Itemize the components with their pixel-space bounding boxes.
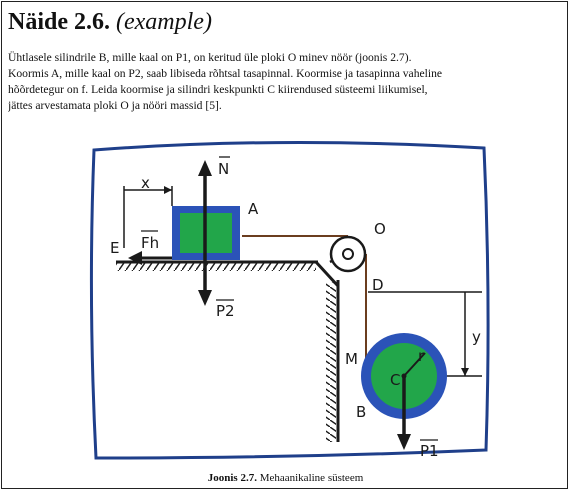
radius-line [403,352,426,377]
label-d: D [372,276,384,294]
wall-hatch [326,282,336,442]
label-fh: Fh [141,234,159,252]
y-dim-arrow [461,368,469,376]
label-o: O [374,220,386,238]
label-b: B [356,403,366,421]
label-n: N [218,160,229,178]
friction-arrow-head [128,251,142,265]
label-p1: P1 [420,442,439,460]
example-note: (example) [116,9,212,35]
example-number: Näide 2.6. [8,9,110,35]
label-a: A [248,200,259,218]
example-heading: Näide 2.6. (example) [8,8,212,36]
problem-text: Ühtlasele silindrile B, mille kaal on P1… [8,50,568,114]
text-line: jättes arvestamata ploki O ja nööri mass… [8,99,222,112]
text-line: Ühtlasele silindrile B, mille kaal on P1… [8,51,412,64]
pulley-axle [342,248,354,260]
label-m: M [345,350,358,368]
figure-caption: Joonis 2.7. Mehaanikaline süsteem [0,471,571,485]
label-p2: P2 [216,302,235,320]
surface-hatch [116,262,316,271]
caption-number: Joonis 2.7. [207,472,257,484]
caption-text: Mehaanikaline süsteem [259,472,364,484]
normal-arrow-head [198,160,212,176]
label-r: r [418,347,425,365]
text-line: Koormis A, mille kaal on P2, saab libise… [8,67,443,80]
p1-arrow-head [397,434,411,450]
weight-arrow-head [198,290,212,306]
x-dim-arrow [164,186,172,194]
label-x: x [141,174,150,192]
label-e: E [110,239,119,257]
label-y: y [472,328,481,346]
text-line: hõõrdetegur on f. Leida koormise ja sili… [8,83,428,96]
label-c: C [390,371,400,389]
figure-border [89,140,490,460]
